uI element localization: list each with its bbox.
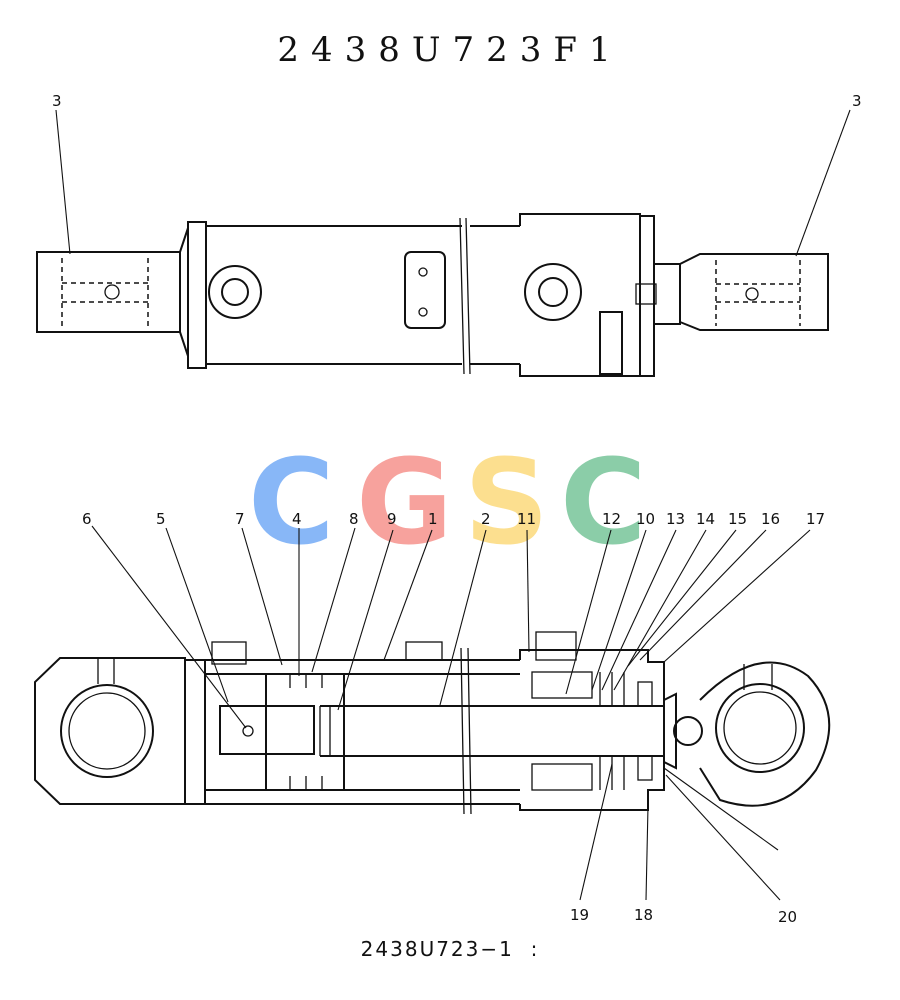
callout-2: 2	[481, 510, 491, 528]
callout-13: 13	[666, 510, 685, 528]
cylinder-exterior-view	[36, 109, 851, 377]
callout-4: 4	[292, 510, 302, 528]
callout-9: 9	[387, 510, 397, 528]
watermark-letter-3: S	[464, 433, 549, 571]
drawing-footer-code: 2438U723−1 :	[360, 937, 540, 961]
section-callout-labels: 6 5 7 4 8 9 1 2 11 12 10 13 14 15 16 17 …	[82, 510, 825, 926]
callout-5: 5	[156, 510, 166, 528]
callout-1: 1	[428, 510, 438, 528]
callout-17: 17	[806, 510, 825, 528]
watermark-letter-4: C	[560, 433, 647, 571]
callout-20: 20	[778, 908, 797, 926]
callout-3-right: 3	[852, 92, 862, 110]
callout-3-left: 3	[52, 92, 62, 110]
callout-15: 15	[728, 510, 747, 528]
callout-12: 12	[602, 510, 621, 528]
section-leader-lines	[91, 525, 811, 901]
top-callout-labels: 3 3	[52, 92, 862, 110]
drawing-title: 2438U723F1	[277, 30, 623, 70]
callout-11: 11	[517, 510, 536, 528]
callout-14: 14	[696, 510, 715, 528]
callout-7: 7	[235, 510, 245, 528]
callout-10: 10	[636, 510, 655, 528]
callout-19: 19	[570, 906, 589, 924]
cgsc-watermark: C G S C	[248, 433, 647, 571]
watermark-letter-2: G	[356, 433, 453, 571]
callout-6: 6	[82, 510, 92, 528]
cylinder-section-view	[34, 631, 831, 815]
callout-8: 8	[349, 510, 359, 528]
callout-16: 16	[761, 510, 780, 528]
watermark-letter-1: C	[248, 433, 335, 571]
callout-18: 18	[634, 906, 653, 924]
